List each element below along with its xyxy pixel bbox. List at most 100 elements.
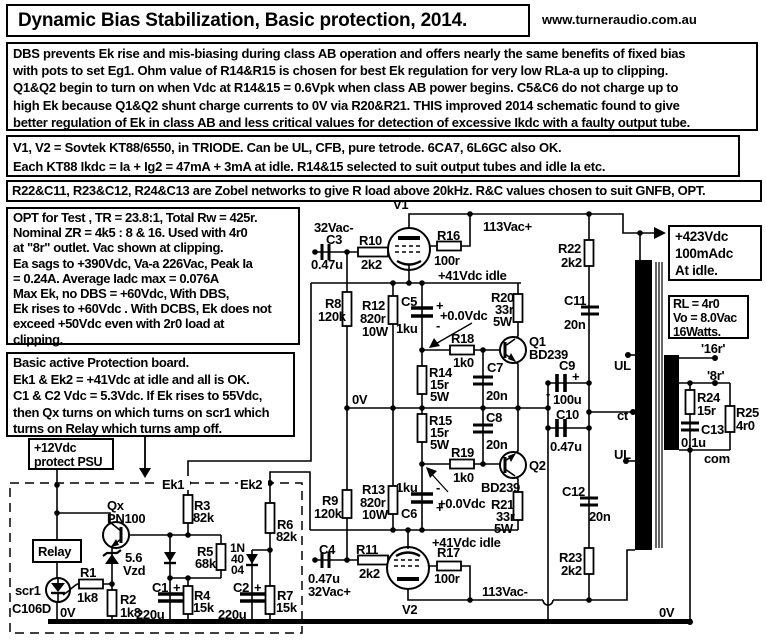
r14-label: R14 (429, 365, 453, 380)
r6-label: R6 (277, 517, 293, 532)
b-plus-line: 100mAdc (675, 246, 733, 261)
note-line: Ek rises to +60Vdc . With DCBS, Ek does … (13, 301, 272, 317)
rail-top-label: +41Vdc idle (438, 268, 507, 283)
r15-label: R15 (429, 413, 452, 428)
r4-value: 15k (193, 600, 215, 615)
c2-label: C2 (233, 580, 249, 595)
tube-notes-box: V1, V2 = Sovtek KT88/6550, in TRIODE. Ca… (6, 135, 740, 177)
ek2-label: Ek2 (240, 477, 262, 492)
resistor-r2 (106, 589, 118, 617)
tap-16r-label: '16r' (701, 341, 725, 356)
page-title: Dynamic Bias Stabilization, Basic protec… (6, 4, 530, 37)
c6-minus: - (436, 480, 440, 495)
r1-value: 1k8 (77, 590, 98, 605)
resistor-r4 (182, 585, 194, 615)
r17-label: R17 (437, 545, 460, 560)
c8-value: 20n (486, 437, 508, 452)
psu-line: protect PSU (34, 455, 103, 469)
r25-value: 4r0 (736, 418, 755, 433)
c1-value: 220u (136, 607, 165, 622)
r6-value: 82k (276, 529, 298, 544)
ground-bus (48, 619, 692, 624)
zobel-notes-box: R22&C11, R23&C12, R24&C13 are Zobel netw… (6, 180, 762, 202)
c7-value: 20n (486, 388, 508, 403)
qx-label: Qx (107, 498, 125, 513)
note-line: Q1&Q2 begin to turn on when Vdc at R14&1… (13, 80, 679, 96)
r13-wattage: 10W (362, 507, 389, 522)
r13-label: R13 (362, 482, 385, 497)
zener-label: Vzd (123, 563, 146, 578)
ek2-backplate (238, 476, 268, 490)
c11-label: C11 (564, 293, 586, 308)
transistor-q1 (499, 336, 527, 364)
note-line: C1 & C2 Vdc = 5.3Vdc. If Ek rises to 55V… (13, 388, 263, 404)
diode-d2 (246, 554, 258, 567)
c1-label: C1 (152, 580, 168, 595)
psu-box: +12Vdc protect PSU (28, 438, 114, 470)
r22-value: 2k2 (561, 255, 582, 270)
capacitor-c12 (580, 496, 598, 507)
load-line: RL = 4r0 (673, 297, 720, 311)
c6-plus: + (436, 500, 444, 515)
scr1-symbol (45, 577, 71, 603)
note-line: Each KT88 Ikdc = Ia + Ig2 = 47mA + 3mA a… (13, 159, 606, 174)
r1-label: R1 (80, 565, 96, 580)
c6-value: 1ku (396, 480, 418, 495)
qx-type: PN100 (107, 511, 145, 526)
resistor-r18 (449, 344, 475, 356)
r21-wattage: 5W (494, 521, 514, 536)
c8-label: C8 (486, 410, 502, 425)
diode-d1 (164, 552, 176, 565)
r10-value: 2k2 (361, 257, 382, 272)
resistor-r19 (449, 458, 475, 470)
arrowheads (139, 227, 666, 478)
note-line: Ea sags to +390Vdc, Va-a 226Vac, Peak Ia (13, 255, 253, 271)
c5-value: 1ku (396, 321, 418, 336)
r20-value: 33r (495, 302, 514, 317)
d2-line1: 1N (230, 541, 245, 555)
note-line: = 0.24A. Average Iadc max = 0.076A (13, 270, 219, 286)
c4-value: 0.47u (308, 571, 340, 586)
r10-label: R10 (359, 233, 382, 248)
r17-value: 100r (434, 571, 460, 586)
b-plus-line: +423Vdc (675, 229, 729, 244)
r23-label: R23 (559, 550, 582, 565)
zero-scr-label: 0V (60, 605, 76, 620)
c10-label: C10 (556, 407, 579, 422)
r9-label: R9 (322, 493, 338, 508)
q1-type: BD239 (529, 347, 568, 362)
r20-wattage: 5W (493, 314, 513, 329)
scr1-type: C106D (12, 601, 51, 616)
r15-wattage: 5W (430, 437, 450, 452)
load-line: Vo = 8.0Vac (673, 310, 737, 325)
note-line: at "8r" outlet. Vac shown at clipping. (13, 240, 224, 256)
c12-label: C12 (562, 484, 585, 499)
c2-value: 220u (218, 607, 247, 622)
r3-value: 82k (193, 510, 215, 525)
transistor-q2 (499, 451, 527, 479)
resistor-r20 (512, 293, 524, 323)
input-bottom-label: 32Vac+ (308, 584, 351, 599)
r5-label: R5 (197, 544, 213, 559)
capacitor-c8 (473, 423, 493, 434)
r23-value: 2k2 (561, 563, 582, 578)
r21-value: 33r (496, 509, 515, 524)
r11-value: 2k2 (359, 566, 380, 581)
resistor-r21 (512, 491, 524, 521)
capacitor-c11 (581, 305, 599, 316)
r24-label: R24 (697, 390, 721, 405)
note-line: turns on Relay which turns amp off. (13, 421, 222, 437)
tube-v2 (386, 546, 430, 590)
resistor-r5 (215, 543, 227, 571)
r15-value: 15r (430, 425, 449, 440)
r11-label: R11 (356, 542, 378, 557)
c5-label: C5 (401, 294, 417, 309)
r16-label: R16 (437, 228, 460, 243)
d2-line2: 40 (231, 552, 244, 566)
c5-minus: - (436, 318, 440, 333)
c10-value: 0.47u (550, 439, 582, 454)
resistors (78, 239, 736, 617)
note-line: R22&C11, R23&C12, R24&C13 are Zobel netw… (12, 183, 706, 198)
q2-type: BD239 (481, 480, 520, 495)
c3-value: 0.47u (311, 257, 343, 272)
